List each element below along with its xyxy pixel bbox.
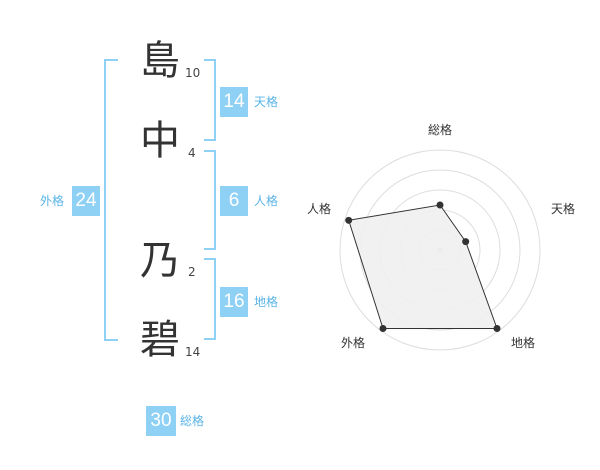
radar-label-tenkaku: 天格 [551, 202, 576, 216]
soukaku-label: 総格 [180, 414, 205, 428]
name-char-1: 島 [140, 38, 180, 84]
radar-label-jinkaku: 人格 [307, 202, 332, 216]
radar-point-4 [379, 324, 387, 332]
radar-point-3 [493, 324, 501, 332]
stroke-count-3: 2 [188, 265, 196, 279]
radar-shape [348, 204, 498, 329]
tenkaku-badge: 14 [220, 87, 248, 117]
soukaku-badge: 30 [146, 406, 176, 436]
chikaku-bracket [204, 258, 216, 340]
stroke-count-2: 4 [188, 146, 196, 160]
radar-label-chikaku: 地格 [511, 336, 536, 350]
radar-grid-ring [339, 149, 541, 351]
tenkaku-bracket [204, 59, 216, 141]
stroke-count-1: 10 [185, 66, 201, 80]
gaikaku-label: 外格 [40, 194, 65, 208]
radar-label-soukaku: 総格 [428, 123, 453, 137]
jinkaku-badge: 6 [220, 186, 248, 216]
radar-point-2 [462, 238, 470, 246]
chikaku-label: 地格 [254, 295, 279, 309]
gaikaku-badge: 24 [72, 186, 100, 216]
tenkaku-label: 天格 [254, 95, 279, 109]
stroke-count-4: 14 [185, 345, 201, 359]
radar-points [345, 201, 501, 332]
name-char-3: 乃 [140, 238, 180, 284]
gaikaku-bracket [104, 59, 118, 341]
name-char-2: 中 [140, 118, 180, 164]
radar-point-5 [345, 216, 353, 224]
radar-point-1 [436, 201, 444, 209]
jinkaku-label: 人格 [254, 194, 279, 208]
radar-label-gaikaku: 外格 [341, 336, 366, 350]
name-char-4: 碧 [140, 317, 180, 363]
jinkaku-bracket [204, 150, 216, 250]
chikaku-badge: 16 [220, 287, 248, 317]
